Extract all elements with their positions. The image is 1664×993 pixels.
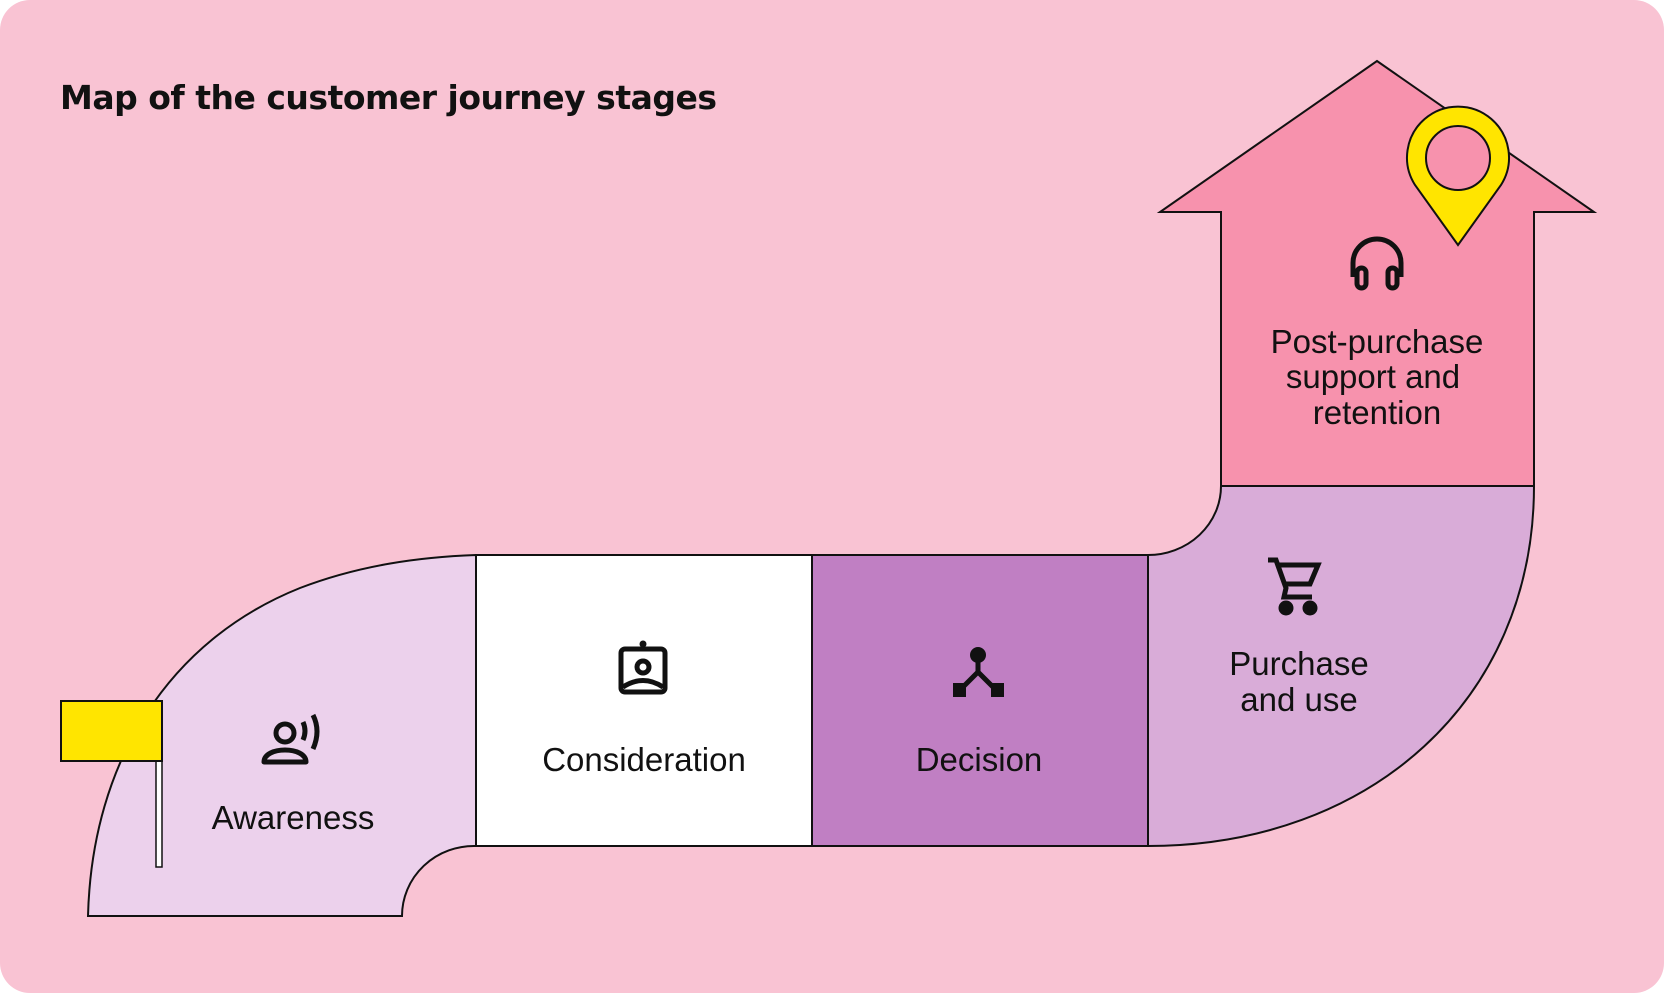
stage-label-post-line3: retention: [1313, 394, 1441, 431]
branch-split-icon: [953, 647, 1004, 697]
stage-label-purchase-line2: and use: [1240, 681, 1357, 718]
location-pin-icon: [1406, 105, 1510, 247]
stage-consideration: [475, 554, 813, 847]
stage-label-post-line2: support and: [1286, 358, 1460, 395]
start-flag-icon: [60, 700, 163, 868]
stage-label-post-line1: Post-purchase: [1271, 323, 1484, 360]
stage-decision: [811, 554, 1149, 847]
stage-purchase: [1147, 485, 1536, 848]
id-badge-icon: [618, 640, 668, 695]
shopping-cart-icon: [1268, 557, 1322, 616]
stage-label-purchase-line1: Purchase: [1229, 645, 1368, 682]
stage-label-awareness: Awareness: [212, 799, 375, 836]
person-broadcast-icon: [261, 713, 320, 765]
headphones-icon: [1350, 236, 1404, 291]
diagram-title: Map of the customer journey stages: [60, 78, 717, 117]
stage-label-decision: Decision: [916, 741, 1043, 778]
stage-label-consideration: Consideration: [542, 741, 746, 778]
